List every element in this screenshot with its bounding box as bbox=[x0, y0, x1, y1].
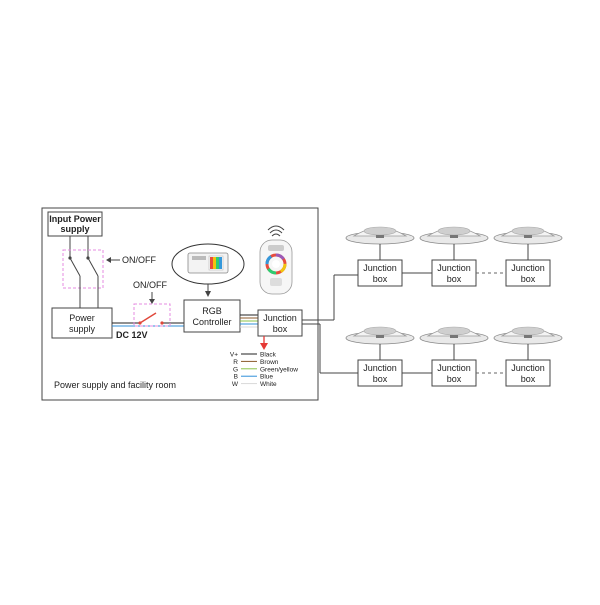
breaker-switch-2 bbox=[87, 257, 99, 277]
on-off-label-1: ON/OFF bbox=[122, 255, 156, 265]
junction-box-label-2: box bbox=[447, 374, 462, 384]
dc-switch-dot-2 bbox=[160, 321, 164, 325]
on-off-arrowhead-1 bbox=[106, 257, 111, 263]
input-power-supply-label-1: Input Power bbox=[49, 214, 101, 224]
underwater-light-icon bbox=[345, 226, 415, 260]
junction-box-label-2: box bbox=[447, 274, 462, 284]
dc-switch-dot-1 bbox=[138, 321, 142, 325]
underwater-lights bbox=[345, 226, 563, 360]
wifi-signal-icon bbox=[267, 225, 285, 237]
legend-name: Black bbox=[260, 352, 277, 359]
wall-panel-arrowhead bbox=[205, 291, 211, 297]
legend-code: V+ bbox=[230, 352, 238, 359]
legend-code: B bbox=[234, 374, 238, 381]
junction-box-label-1: Junction bbox=[511, 363, 545, 373]
legend-name: Green/yellow bbox=[260, 366, 298, 373]
dc-switch-blade bbox=[139, 312, 157, 324]
facility-room-label: Power supply and facility room bbox=[54, 380, 176, 390]
dc-label: DC 12V bbox=[116, 330, 148, 340]
red-arrowhead bbox=[260, 343, 268, 350]
power-supply-label-1: Power bbox=[69, 313, 95, 323]
rgb-controller-label-1: RGB bbox=[202, 306, 222, 316]
on-off-arrowhead-2 bbox=[149, 299, 155, 304]
junction-box-label-1: Junction bbox=[437, 263, 471, 273]
on-off-label-2: ON/OFF bbox=[133, 280, 167, 290]
junction-box-label-2: box bbox=[521, 274, 536, 284]
junction-box-label-2: box bbox=[373, 374, 388, 384]
junction-box-label-2: box bbox=[373, 274, 388, 284]
junction-box-label-1: Junction bbox=[363, 263, 397, 273]
input-power-supply-label-2: supply bbox=[60, 224, 89, 234]
underwater-light-icon bbox=[419, 226, 489, 260]
junction-box-main bbox=[257, 309, 303, 337]
rgb-controller-box bbox=[183, 299, 241, 333]
underwater-light-icon bbox=[345, 326, 415, 360]
junction-box-label-1: Junction bbox=[437, 363, 471, 373]
breaker-dot-1 bbox=[68, 256, 72, 260]
legend-code: W bbox=[232, 381, 239, 388]
junction-main-label-1: Junction bbox=[263, 313, 297, 323]
junction-box-label-1: Junction bbox=[363, 363, 397, 373]
underwater-light-icon bbox=[419, 326, 489, 360]
breaker-frame bbox=[62, 249, 104, 289]
legend-code: R bbox=[233, 359, 238, 366]
power-supply-label-2: supply bbox=[69, 324, 96, 334]
light-junction-boxes: JunctionboxJunctionboxJunctionboxJunctio… bbox=[357, 259, 551, 387]
legend-code: G bbox=[233, 366, 238, 373]
breaker-switch-1 bbox=[69, 257, 81, 277]
underwater-light-icon bbox=[493, 326, 563, 360]
junction-box-label-2: box bbox=[521, 374, 536, 384]
legend-name: Blue bbox=[260, 374, 273, 381]
power-supply-box bbox=[51, 307, 113, 339]
wall-panel-controller-icon bbox=[187, 252, 229, 274]
junction-box-label-1: Junction bbox=[511, 263, 545, 273]
rgb-controller-label-2: Controller bbox=[192, 317, 231, 327]
underwater-light-icon bbox=[493, 226, 563, 260]
input-power-supply-box bbox=[47, 211, 103, 237]
breaker-dot-2 bbox=[86, 256, 90, 260]
junction-main-label-2: box bbox=[273, 324, 288, 334]
legend-name: Brown bbox=[260, 359, 279, 366]
legend-name: White bbox=[260, 381, 277, 388]
wireless-remote-icon bbox=[259, 239, 293, 295]
